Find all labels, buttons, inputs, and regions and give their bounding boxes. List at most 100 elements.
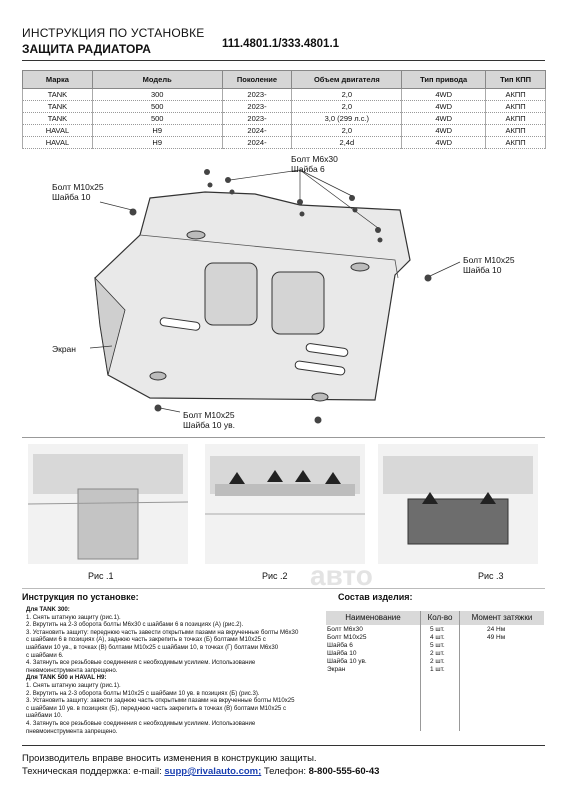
callout-line: Болт М6х30 [291,154,338,164]
watermark: авто [310,560,373,591]
table-row: HAVAL H9 2024- 2,0 4WD АКПП [22,124,546,137]
kit-header-name: Наименование [326,611,420,625]
table-cell: 2,0 [291,88,403,101]
instruction-section-heading: Для TANK 500 и HAVAL H9: [26,674,107,682]
kit-column-divider [420,611,421,731]
vehicle-spec-table: Марка Модель Поколение Объем двигателя Т… [22,70,546,149]
callout-line: Шайба 10 [463,265,502,275]
kit-quantities: 5 шт. 4 шт. 5 шт. 2 шт. 2 шт. 1 шт. [430,626,445,674]
callout-line: Шайба 10 ув. [183,420,235,430]
column-header: Тип КПП [485,70,546,89]
instruction-line: 1. Снять штатную защиту (рис.1). [26,613,121,621]
table-cell: 4WD [401,124,487,137]
table-cell: H9 [91,124,223,137]
header-title: ИНСТРУКЦИЯ ПО УСТАНОВКЕ [22,26,205,40]
leader-lines [89,169,461,413]
kit-item-qty: 2 шт. [430,650,445,657]
kit-item-qty: 5 шт. [430,626,445,633]
table-cell: 2023- [221,112,293,125]
footer: Производитель вправе вносить изменения в… [22,752,379,778]
phone-label: Телефон: [261,766,309,777]
skid-plate-drawing [94,191,411,402]
table-cell: АКПП [485,112,546,125]
kit-item-torque: 24 Нм [487,626,506,633]
kit-item-qty: 4 шт. [430,634,445,641]
table-cell: 2023- [221,100,293,113]
figure-2-caption: Рис .2 [262,571,288,581]
kit-names: Болт М6х30 Болт М10х25 Шайба 6 Шайба 10 … [327,626,367,674]
instruction-line: пневмоинструмента запрещено. [26,727,118,735]
table-row: TANK 300 2023- 2,0 4WD АКПП [22,88,546,101]
instruction-line: 1. Снять штатную защиту (рис.1). [26,681,121,689]
instruction-line: шайбами 10 ув., в точках (В) болтами М10… [26,643,279,651]
kit-item-name: Шайба 10 ув. [327,658,367,665]
figure-3-caption: Рис .3 [478,571,504,581]
callout-screen: Экран [52,344,76,354]
table-row: HAVAL H9 2024- 2,4d 4WD АКПП [22,136,546,149]
footer-divider [22,745,545,746]
table-row: TANK 500 2023- 3,0 (299 л.с.) 4WD АКПП [22,112,546,125]
table-cell: 2,0 [291,124,403,137]
callout-bolt-m10-bottom: Болт М10х25 Шайба 10 ув. [183,410,235,430]
column-header: Марка [22,70,93,89]
callout-bolt-m6-top: Болт М6х30 Шайба 6 [291,154,338,174]
table-row: TANK 500 2023- 2,0 4WD АКПП [22,100,546,113]
table-cell: 4WD [401,88,487,101]
support-email-link[interactable]: supp@rivalauto.com; [164,766,262,777]
instruction-line: с шайбами 6 в позициях (А), заднюю часть… [26,636,266,644]
callout-bolt-m10-right: Болт М10х25 Шайба 10 [463,255,515,275]
document-header: ИНСТРУКЦИЯ ПО УСТАНОВКЕ ЗАЩИТА РАДИАТОРА [22,26,204,56]
table-cell: HAVAL [22,136,93,149]
kit-header-qty: Кол-во [421,611,459,625]
callout-line: Болт М10х25 [183,410,235,420]
table-cell: АКПП [485,124,546,137]
support-label: Техническая поддержка: e-mail: [22,766,165,777]
column-header: Тип привода [401,70,487,89]
instruction-line: 2. Вкрутить на 2-3 оборота болты М6х30 с… [26,621,244,629]
column-header: Модель [91,70,223,89]
table-cell: 500 [91,112,223,125]
instruction-line: 3. Установить защиту: переднюю часть зав… [26,628,299,636]
section-divider [22,588,545,589]
instruction-line: 3. Установить защиту: завести заднюю час… [26,697,295,705]
kit-item-qty: 1 шт. [430,666,445,673]
figure-1-photo [28,444,188,564]
header-divider [22,60,545,61]
section-divider [22,437,545,438]
figure-3-photo [378,444,538,564]
callout-line: Болт М10х25 [463,255,515,265]
instruction-line: с шайбами 6. [26,651,64,659]
kit-title: Состав изделия: [338,592,413,602]
kit-item-qty: 2 шт. [430,658,445,665]
table-cell: АКПП [485,100,546,113]
skid-plate-exploded-diagram [89,169,461,424]
table-cell: 4WD [401,100,487,113]
kit-item-name: Шайба 10 [327,650,357,657]
instruction-section-heading: Для TANK 300: [26,606,70,613]
callout-line: Шайба 6 [291,164,325,174]
footer-support: Техническая поддержка: e-mail: supp@riva… [22,765,379,778]
table-cell: TANK [22,112,93,125]
instruction-line: шайбами 10. [26,712,63,720]
instruction-line: 2. Вкрутить на 2-3 оборота болты М10х25 … [26,689,260,697]
callout-line: Болт М10х25 [52,182,104,192]
kit-item-name: Болт М10х25 [327,634,367,641]
table-cell: HAVAL [22,124,93,137]
kit-item-qty: 5 шт. [430,642,445,649]
table-cell: TANK [22,88,93,101]
kit-column-divider [459,611,460,731]
instruction-line: 4. Затянуть все резьбовые соединения с н… [26,719,256,727]
table-cell: 4WD [401,136,487,149]
table-cell: АКПП [485,88,546,101]
figure-2-photo [205,444,365,564]
callout-line: Шайба 10 [52,192,91,202]
instructions-body: Для TANK 300: 1. Снять штатную защиту (р… [26,606,326,735]
table-cell: 2,4d [291,136,403,149]
table-cell: АКПП [485,136,546,149]
part-number: 111.4801.1/333.4801.1 [222,38,340,50]
kit-item-torque: 49 Нм [487,634,506,641]
table-cell: 2024- [221,136,293,149]
table-header-row: Марка Модель Поколение Объем двигателя Т… [22,70,546,89]
table-cell: 4WD [401,112,487,125]
table-cell: TANK [22,100,93,113]
